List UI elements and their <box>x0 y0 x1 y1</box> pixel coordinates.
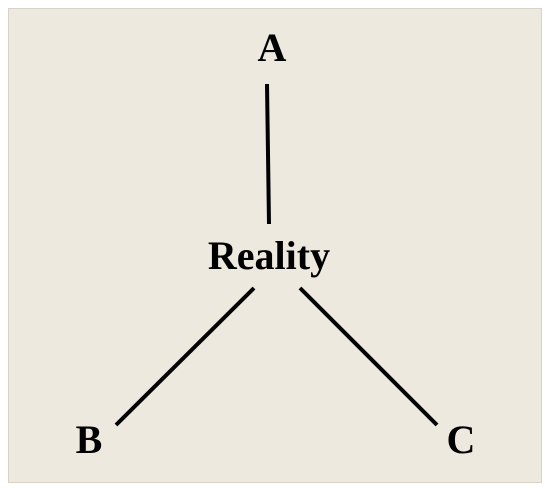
diagram-panel <box>8 8 542 483</box>
edge-reality-to-a <box>265 83 271 225</box>
node-reality-label: Reality <box>207 233 331 278</box>
edge-reality-to-b <box>114 286 256 427</box>
node-b-label: B <box>75 417 103 462</box>
node-a-label: A <box>257 25 287 70</box>
node-c-label: C <box>446 417 476 462</box>
edge-reality-to-c <box>298 286 439 427</box>
